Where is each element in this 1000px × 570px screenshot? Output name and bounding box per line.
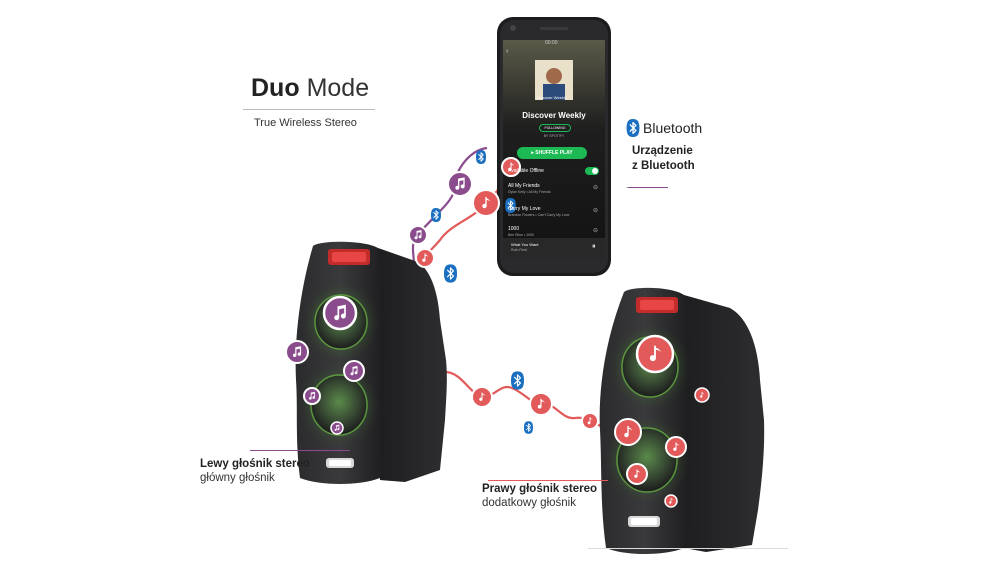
right-speaker-label: Prawy głośnik stereo <box>482 483 598 495</box>
page-subtitle: True Wireless Stereo <box>254 117 357 129</box>
title-bold: Duo <box>251 74 300 102</box>
page-title: Duo Mode <box>251 74 369 103</box>
back-icon[interactable]: ‹ <box>506 48 509 55</box>
title-divider <box>243 109 375 110</box>
follow-button[interactable]: FOLLOWING <box>539 124 571 132</box>
shuffle-label: SHUFFLE PLAY <box>535 150 573 156</box>
music-note-icon <box>343 360 365 382</box>
left-speaker-sublabel: główny głośnik <box>200 472 275 484</box>
music-note-icon <box>330 421 344 435</box>
right-speaker-sublabel: dodatkowy głośnik <box>482 497 576 509</box>
music-note-icon <box>322 295 358 331</box>
bluetooth-icon <box>431 208 441 222</box>
right-speaker-divider <box>488 480 608 481</box>
bluetooth-icon <box>511 371 524 390</box>
now-playing-artist: Ruth Fleet <box>511 248 528 252</box>
music-note-icon <box>694 387 710 403</box>
playlist-title: Discover Weekly <box>522 111 586 120</box>
left-speaker-label: Lewy głośnik stereo <box>200 458 310 470</box>
bluetooth-device-label-1: Urządzenie <box>632 145 693 157</box>
music-note-icon <box>635 334 675 374</box>
title-light: Mode <box>306 74 370 102</box>
offline-label: Available Offline <box>508 168 544 174</box>
track-title[interactable]: All My Friends <box>508 183 540 189</box>
bluetooth-device-label-2: z Bluetooth <box>632 160 695 172</box>
music-note-icon <box>415 248 435 268</box>
music-note-icon <box>581 412 599 430</box>
track-title[interactable]: Carry My Love <box>508 206 541 212</box>
bluetooth-divider-accent <box>628 187 668 188</box>
track-artist: Dylan Kelly • All My Friends <box>508 190 551 194</box>
track-artist: Brandon Flowers • Can't Carry My Love <box>508 213 570 217</box>
bluetooth-icon <box>444 264 457 283</box>
music-note-icon <box>408 225 428 245</box>
music-note-icon <box>664 494 678 508</box>
music-note-icon <box>626 463 648 485</box>
smartphone <box>497 17 611 276</box>
bluetooth-icon <box>626 119 640 137</box>
music-note-icon <box>529 392 553 416</box>
bluetooth-logo: Bluetooth <box>626 119 702 137</box>
music-note-icon <box>303 387 321 405</box>
music-note-icon <box>472 189 500 217</box>
music-note-icon <box>614 418 642 446</box>
track-artist: Ben Elton • 1000 <box>508 233 535 237</box>
now-playing-bar[interactable] <box>503 238 605 259</box>
pause-icon[interactable]: ⏸ <box>592 243 596 250</box>
music-note-icon <box>471 386 493 408</box>
bluetooth-icon <box>524 421 533 434</box>
shuffle-play-button[interactable]: ▸ SHUFFLE PLAY <box>517 147 587 159</box>
offline-toggle[interactable] <box>585 167 599 175</box>
left-speaker <box>295 241 447 484</box>
phone-status-time: 00:00 <box>545 40 558 46</box>
bluetooth-icon <box>476 150 486 164</box>
more-icon[interactable]: ⊖ <box>593 185 599 191</box>
phone-screen: 00:00 ‹ Discover Weekly Discover Weekly … <box>503 40 605 259</box>
by-label: BY SPOTIFY <box>543 134 565 138</box>
more-icon[interactable]: ⊖ <box>593 208 599 214</box>
music-note-icon <box>501 157 521 177</box>
more-icon[interactable]: ⊖ <box>593 228 599 234</box>
left-speaker-divider <box>250 450 350 451</box>
music-note-icon <box>665 436 687 458</box>
now-playing-title: What You Want <box>511 242 539 247</box>
bluetooth-logo-text: Bluetooth <box>643 120 703 136</box>
music-note-icon <box>447 171 473 197</box>
music-note-icon <box>285 340 309 364</box>
cover-title: Discover Weekly <box>537 95 567 100</box>
track-title[interactable]: 1000 <box>508 226 520 232</box>
floor-line <box>588 548 788 549</box>
